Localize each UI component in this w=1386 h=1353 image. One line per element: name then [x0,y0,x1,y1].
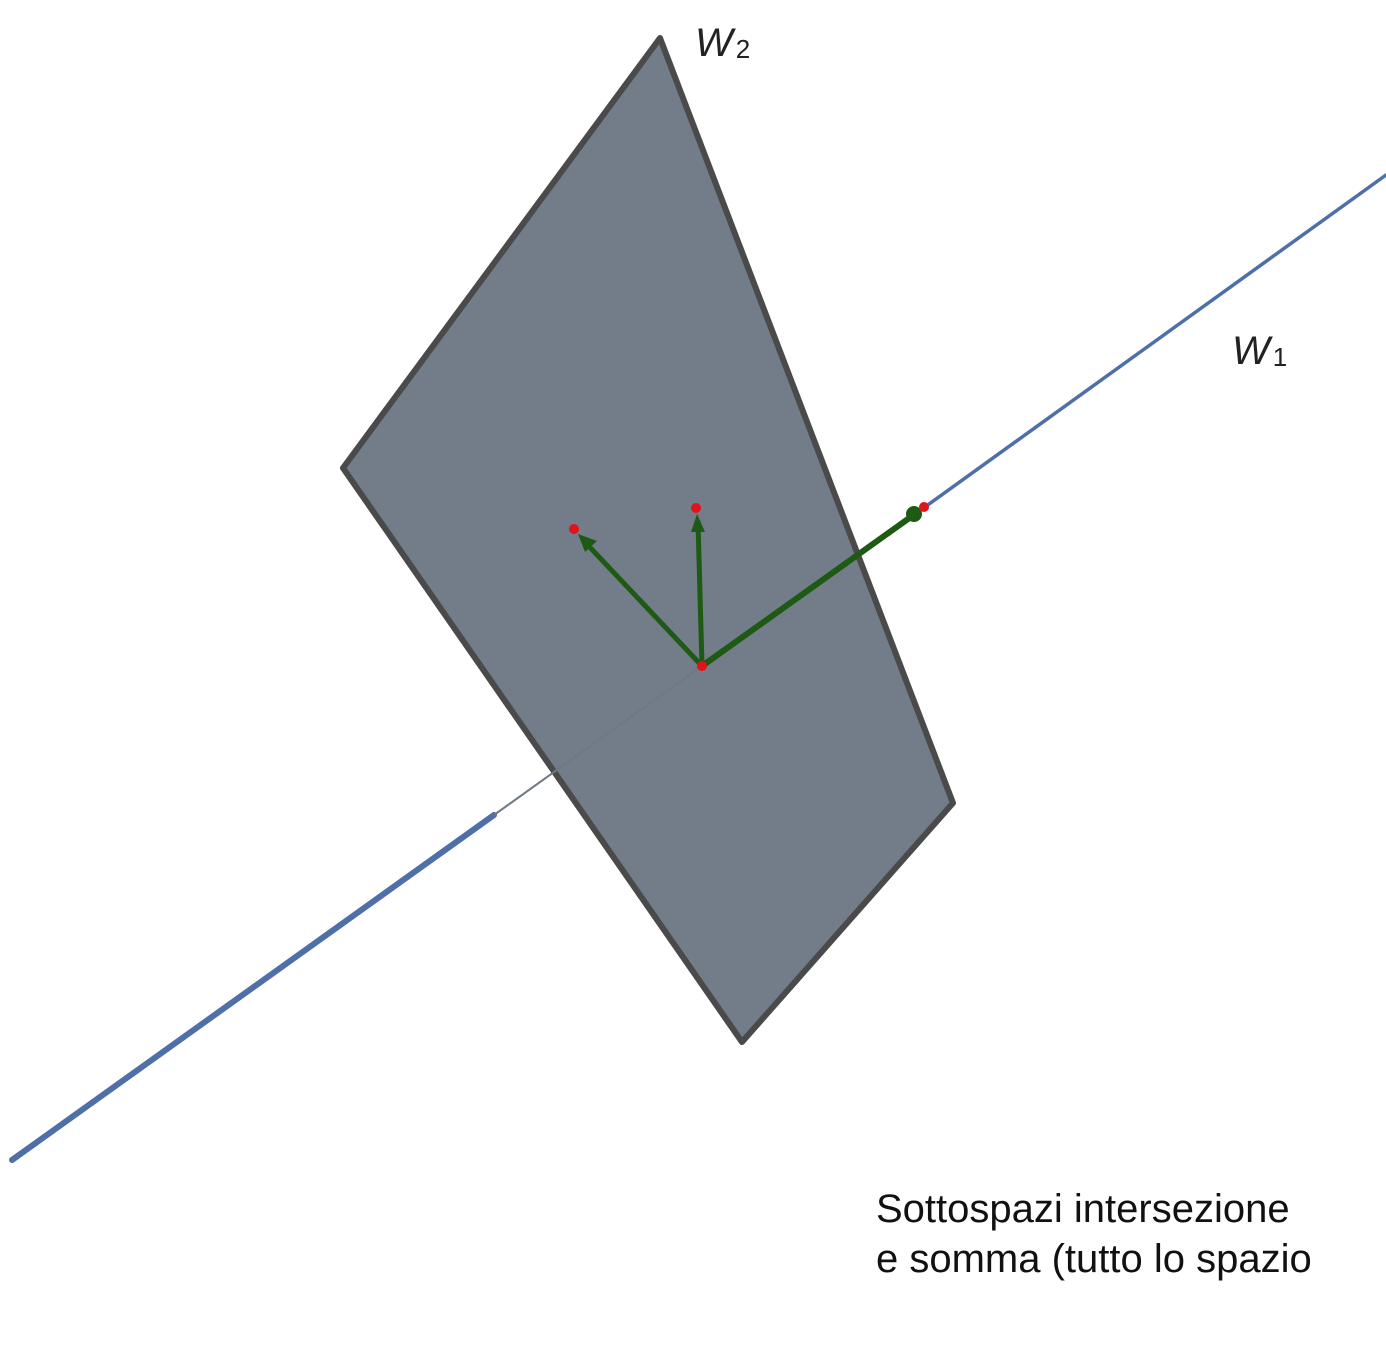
label-w1-index: 1 [1273,342,1287,372]
line-w1-lower [9,812,497,1163]
label-w2-letter: W [695,21,736,65]
vector-up-arrowhead [691,514,705,532]
vector-right-head [906,506,922,522]
line-w1-upper [916,173,1386,514]
label-w1-letter: W [1232,329,1273,373]
line-w1-hidden [493,665,703,816]
vector-right [699,511,918,669]
caption: Sottospazi intersezione e somma (tutto l… [876,1184,1386,1284]
point-group [569,502,929,671]
plane-w2 [340,35,956,1045]
label-w2-index: 2 [736,34,750,64]
vector-left-arrowhead [578,534,597,552]
vector-left [580,537,705,669]
caption-line-2: e somma (tutto lo spazio [876,1237,1312,1281]
caption-line-1: Sottospazi intersezione [876,1187,1290,1231]
vector-group [578,506,922,669]
point-origin [697,661,707,671]
point-right-tip [919,502,929,512]
point-left-tip [569,524,579,534]
point-up-tip [691,503,701,513]
vector-up [695,519,705,669]
